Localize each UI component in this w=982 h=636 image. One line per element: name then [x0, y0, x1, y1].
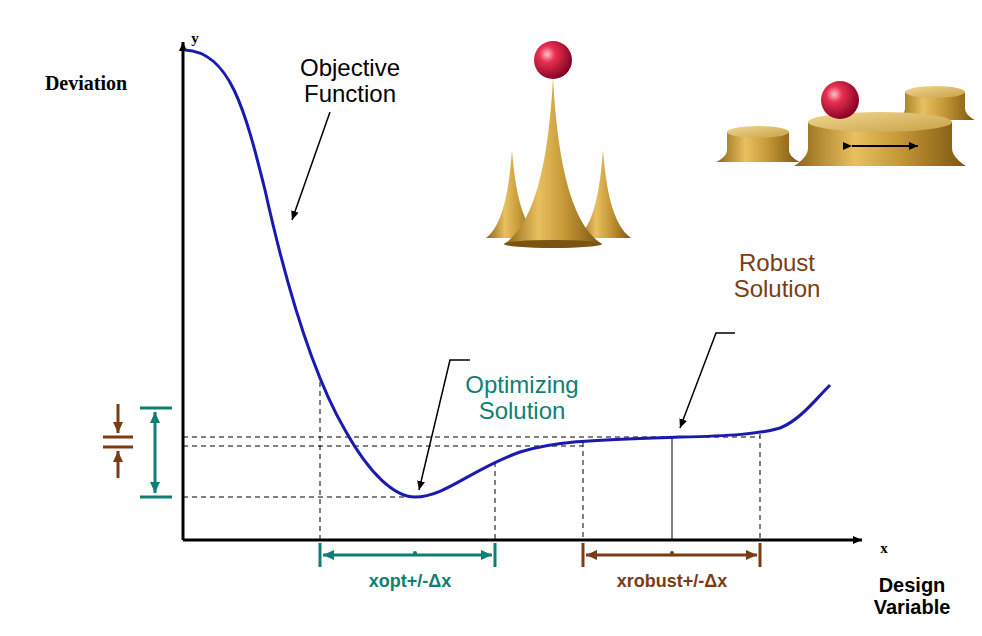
axis-title: Design Variable	[857, 574, 967, 618]
axis-label: y	[183, 30, 207, 47]
callout-text: Optimizing Solution	[452, 372, 592, 425]
range-label: xrobust+/-Δx	[582, 572, 762, 592]
axis-label: x	[872, 540, 896, 557]
callout-text: Objective Function	[285, 55, 415, 108]
callout-text: Robust Solution	[717, 250, 837, 303]
axis-title: Deviation	[31, 72, 141, 94]
range-label: xopt+/-Δx	[330, 572, 490, 592]
